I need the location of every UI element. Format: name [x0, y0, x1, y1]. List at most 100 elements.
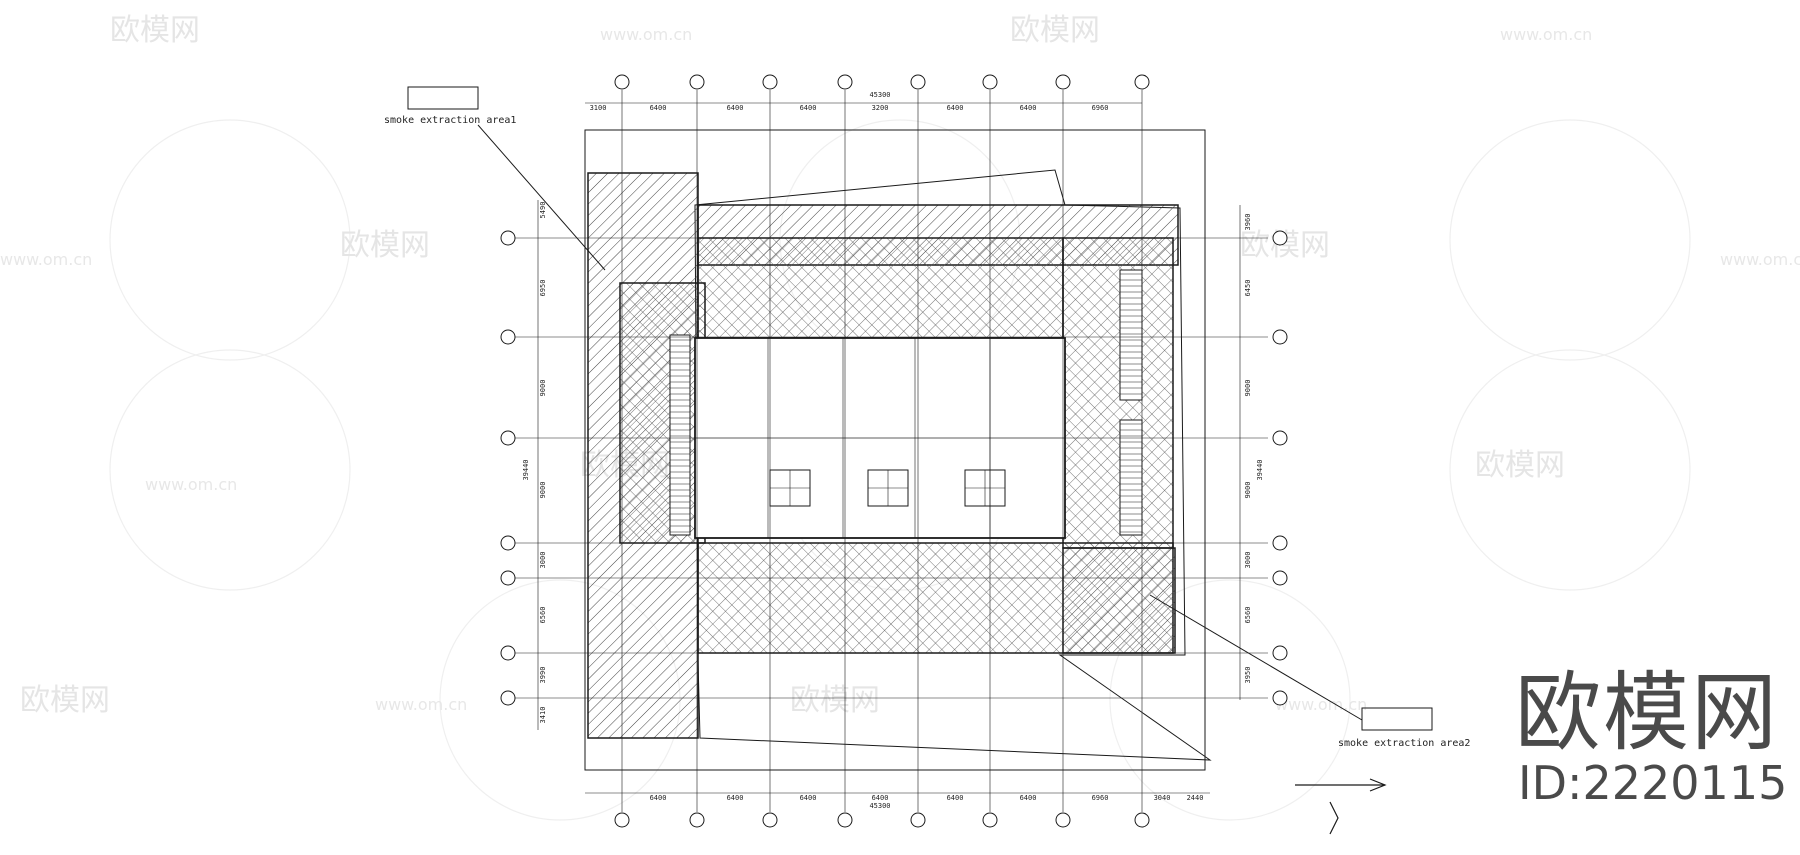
dim-top-span: 6960 — [1092, 104, 1109, 112]
dim-top-span: 6400 — [1020, 104, 1037, 112]
north-arrow — [1295, 778, 1387, 835]
dim-bottom-span: 6400 — [650, 794, 667, 802]
grid-bubble-left — [500, 645, 516, 661]
smoke-area-1-label: smoke extraction area1 — [384, 115, 517, 126]
watermark-ghost-domain: www.om.cn — [1720, 250, 1800, 269]
watermark-ghost-brand: 欧模网 — [110, 13, 200, 48]
dim-left-span: 3990 — [539, 667, 547, 684]
callout-1 — [407, 86, 606, 271]
dim-bottom-span: 6960 — [1092, 794, 1109, 802]
smoke-area-2-label: smoke extraction area2 — [1338, 738, 1471, 749]
dim-bottom-span: 6400 — [800, 794, 817, 802]
watermark-ghost-domain: www.om.cn — [1500, 25, 1592, 44]
grid-bubble-left — [500, 430, 516, 446]
callout-2 — [1149, 594, 1433, 731]
grid-bubble-top — [1055, 74, 1071, 90]
east-stair-upper — [1119, 269, 1143, 401]
grid-bubble-left — [500, 690, 516, 706]
grid-bubble-right — [1272, 535, 1288, 551]
grid-bubble-top — [689, 74, 705, 90]
grid-bubble-right — [1272, 329, 1288, 345]
dim-right-span: 6560 — [1244, 607, 1252, 624]
dim-top-span: 3200 — [872, 104, 889, 112]
watermark-ghost-brand: 欧模网 — [20, 683, 110, 718]
grid-bubble-left — [500, 535, 516, 551]
grid-bubble-right — [1272, 645, 1288, 661]
east-stair-lower — [1119, 419, 1143, 536]
southeast-hatch — [1062, 547, 1176, 654]
watermark-ghost-brand: 欧模网 — [1010, 13, 1100, 48]
dim-bottom-span: 6400 — [947, 794, 964, 802]
grid-bubble-right — [1272, 430, 1288, 446]
grid-bubble-right — [1272, 570, 1288, 586]
watermark-brand: 欧模网 — [1515, 663, 1779, 763]
outer-frame — [584, 129, 1206, 771]
watermark-ghost-brand: 欧模网 — [1475, 448, 1565, 483]
watermark-id: ID:2220115 — [1518, 756, 1788, 810]
dim-top-total: 45300 — [869, 91, 890, 99]
watermark-ghost-domain: www.om.cn — [0, 250, 92, 269]
grid-bubble-top — [982, 74, 998, 90]
watermark-circle — [109, 349, 351, 591]
grid-bubble-left — [500, 570, 516, 586]
stair-treads — [670, 273, 1142, 533]
stairs — [669, 269, 1143, 536]
grid-bubble-left — [500, 329, 516, 345]
dim-bottom-total: 45300 — [869, 802, 890, 810]
dim-right-span: 6450 — [1244, 280, 1252, 297]
dimension-labels: 3100 6400 6400 6400 3200 6400 6400 6960 45300 640… — [522, 91, 1264, 810]
building-outline — [584, 129, 1212, 771]
grid-bubble-top — [762, 74, 778, 90]
watermark-circle — [1449, 349, 1691, 591]
dim-left-span: 9000 — [539, 482, 547, 499]
dim-right-span: 9000 — [1244, 380, 1252, 397]
dim-top-span: 6400 — [650, 104, 667, 112]
grid-bubble-top — [910, 74, 926, 90]
dim-left-span: 3410 — [539, 707, 547, 724]
dim-right-span: 3950 — [1244, 667, 1252, 684]
grid-layer — [500, 74, 1288, 828]
grid-bubble-top — [1134, 74, 1150, 90]
grid-bubble-right — [1272, 690, 1288, 706]
grid-bubble-bottom — [837, 812, 853, 828]
dim-bottom-span: 6400 — [727, 794, 744, 802]
dim-right-span: 9000 — [1244, 482, 1252, 499]
watermark-ghost-brand: 欧模网 — [790, 683, 880, 718]
dim-bottom-span: 3040 — [1154, 794, 1171, 802]
dim-right-total: 39440 — [1256, 459, 1264, 480]
dim-left-span: 6950 — [539, 280, 547, 297]
grid-bubble-left — [500, 230, 516, 246]
north-corridor-cross — [697, 237, 1064, 339]
dim-bottom-span: 2440 — [1187, 794, 1204, 802]
grid-bubble-bottom — [982, 812, 998, 828]
west-stair — [669, 334, 691, 536]
dim-left-total: 39440 — [522, 459, 530, 480]
grid-bubble-bottom — [1134, 812, 1150, 828]
watermark-circle — [109, 119, 351, 361]
watermark-circle — [1449, 119, 1691, 361]
dim-left-span: 3000 — [539, 552, 547, 569]
grid-bubble-bottom — [910, 812, 926, 828]
dim-top-span: 3100 — [590, 104, 607, 112]
grid-bubble-bottom — [689, 812, 705, 828]
watermark-circle — [1109, 579, 1351, 821]
east-corridor-cross — [1062, 237, 1174, 549]
watermark-ghost-domain: www.om.cn — [1275, 695, 1367, 714]
grid-bubble-bottom — [614, 812, 630, 828]
dim-top-span: 6400 — [727, 104, 744, 112]
dim-right-span: 3960 — [1244, 214, 1252, 231]
grid-bubble-top — [614, 74, 630, 90]
dim-left-span: 5490 — [539, 202, 547, 219]
watermark-ghost-domain: www.om.cn — [375, 695, 467, 714]
grid-bubble-bottom — [762, 812, 778, 828]
grid-bubble-bottom — [1055, 812, 1071, 828]
watermark-ghost-domain: www.om.cn — [145, 475, 237, 494]
grid-bubble-right — [1272, 230, 1288, 246]
dim-right-span: 3000 — [1244, 552, 1252, 569]
watermark-layer: 欧模网欧模网欧模网欧模网欧模网欧模网欧模网欧模网www.om.cnwww.om.… — [0, 13, 1800, 821]
dim-top-span: 6400 — [947, 104, 964, 112]
dim-left-span: 6560 — [539, 607, 547, 624]
dim-top-span: 6400 — [800, 104, 817, 112]
dim-bottom-span: 6400 — [1020, 794, 1037, 802]
